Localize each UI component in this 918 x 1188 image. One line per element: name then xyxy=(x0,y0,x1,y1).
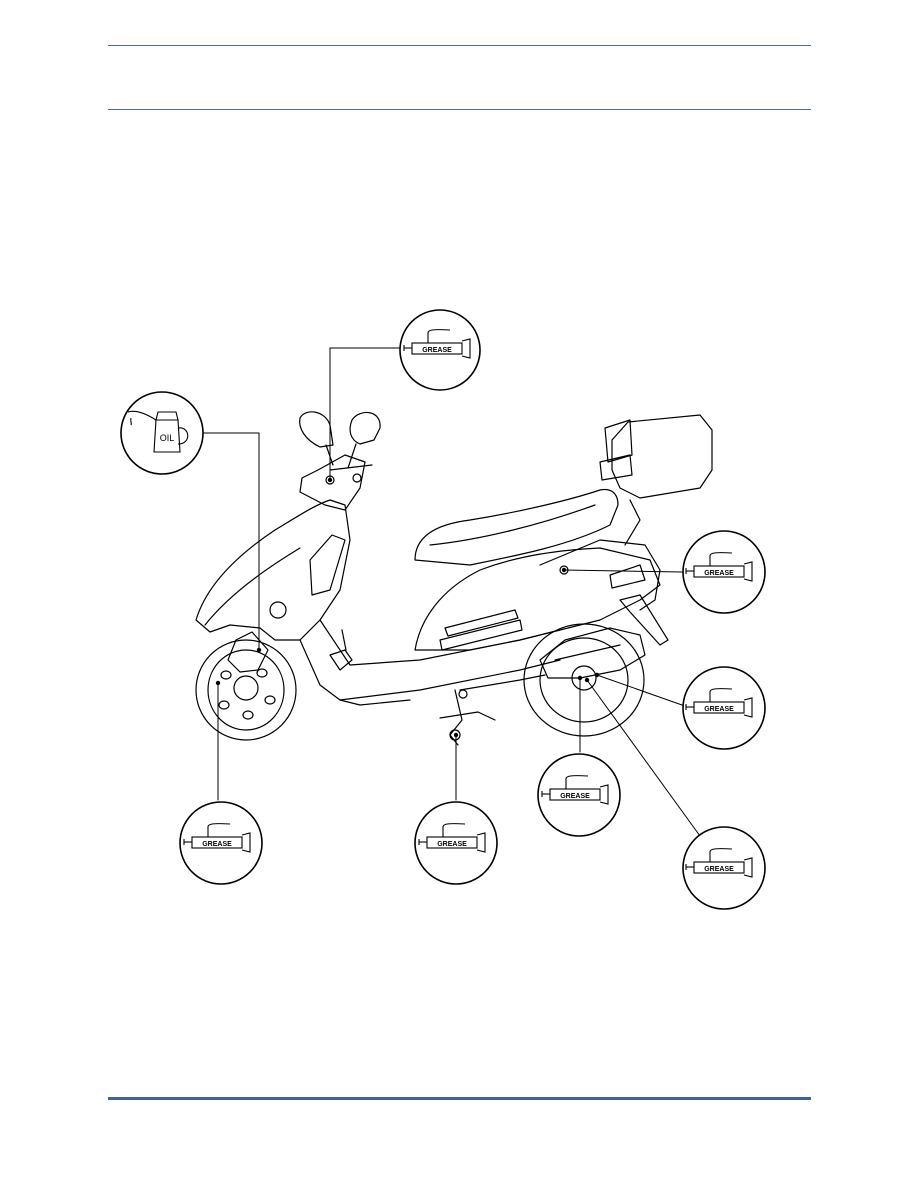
oil-label: OIL xyxy=(160,433,175,443)
grease-label: GREASE xyxy=(422,347,452,354)
grease-label: GREASE xyxy=(437,841,467,848)
grease-label: GREASE xyxy=(704,866,734,873)
footer-rule xyxy=(108,1097,811,1100)
callout-front-brake-cable: OIL xyxy=(121,392,203,474)
callout-rear-brake: GREASE xyxy=(683,667,765,749)
callout-seat-lock: GREASE xyxy=(683,531,765,613)
callout-side-stand: GREASE xyxy=(415,802,497,884)
scooter-illustration xyxy=(196,412,712,745)
callout-front-wheel: GREASE xyxy=(180,802,262,884)
callout-rear-brake-arm: GREASE xyxy=(683,827,765,909)
grease-label: GREASE xyxy=(202,841,232,848)
grease-label: GREASE xyxy=(704,570,734,577)
leader-dots xyxy=(216,478,599,737)
callout-handlebar: GREASE xyxy=(400,310,480,390)
grease-label: GREASE xyxy=(560,793,590,800)
grease-label: GREASE xyxy=(704,706,734,713)
callout-rear-wheel-hub: GREASE xyxy=(538,754,620,836)
